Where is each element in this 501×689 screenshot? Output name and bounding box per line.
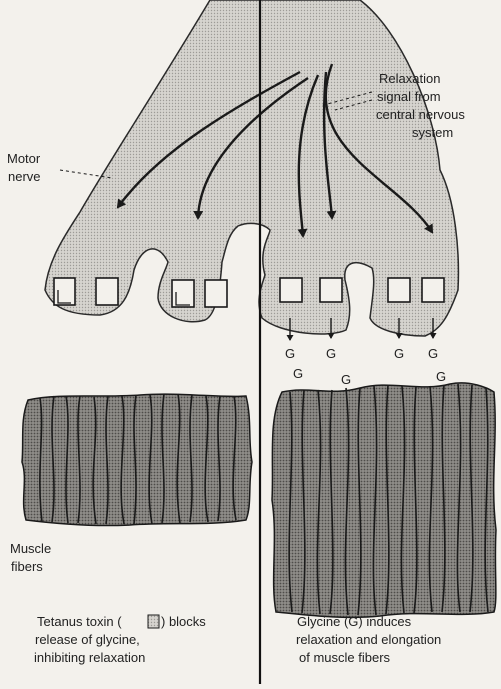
vesicle-box <box>280 278 302 302</box>
relaxation-label-3: central nervous <box>376 106 465 123</box>
glycine-g: G <box>293 366 303 381</box>
caption-left-line2: release of glycine, <box>35 631 140 648</box>
vesicle-box <box>422 278 444 302</box>
glycine-g: G <box>394 346 404 361</box>
muscle-block-left <box>22 394 252 525</box>
caption-right-line3: of muscle fibers <box>299 649 390 666</box>
glycine-g: G <box>326 346 336 361</box>
vesicle-box <box>96 278 118 305</box>
muscle-fibers-label-1: Muscle <box>10 540 51 557</box>
motor-nerve-label-1: Motor <box>7 150 40 167</box>
glycine-g: G <box>428 346 438 361</box>
caption-left-line1-b: ) blocks <box>161 613 206 630</box>
glycine-g: G <box>341 372 351 387</box>
vesicle-box <box>320 278 342 302</box>
muscle-fibers-label-2: fibers <box>11 558 43 575</box>
vesicle-box <box>388 278 410 302</box>
caption-right-line1: Glycine (G) induces <box>297 613 411 630</box>
caption-left-line3: inhibiting relaxation <box>34 649 145 666</box>
relaxation-label-2: signal from <box>377 88 441 105</box>
vesicle-box <box>54 278 75 305</box>
motor-nerve-label-2: nerve <box>8 168 41 185</box>
muscle-fibers-right <box>272 383 496 617</box>
glycine-g: G <box>436 369 446 384</box>
relaxation-label-4: system <box>412 124 453 141</box>
vesicle-box <box>172 280 194 307</box>
glycine-g: G <box>285 346 295 361</box>
muscle-block-right <box>272 383 496 617</box>
tetanus-toxin-symbol <box>148 615 159 628</box>
vesicle-box <box>205 280 227 307</box>
muscle-fibers-left <box>22 394 252 526</box>
relaxation-label-1: Relaxation <box>379 70 440 87</box>
caption-right-line2: relaxation and elongation <box>296 631 441 648</box>
glycine-symbols: G G G G G G G <box>285 346 446 387</box>
caption-left-line1-a: Tetanus toxin ( <box>37 613 122 630</box>
